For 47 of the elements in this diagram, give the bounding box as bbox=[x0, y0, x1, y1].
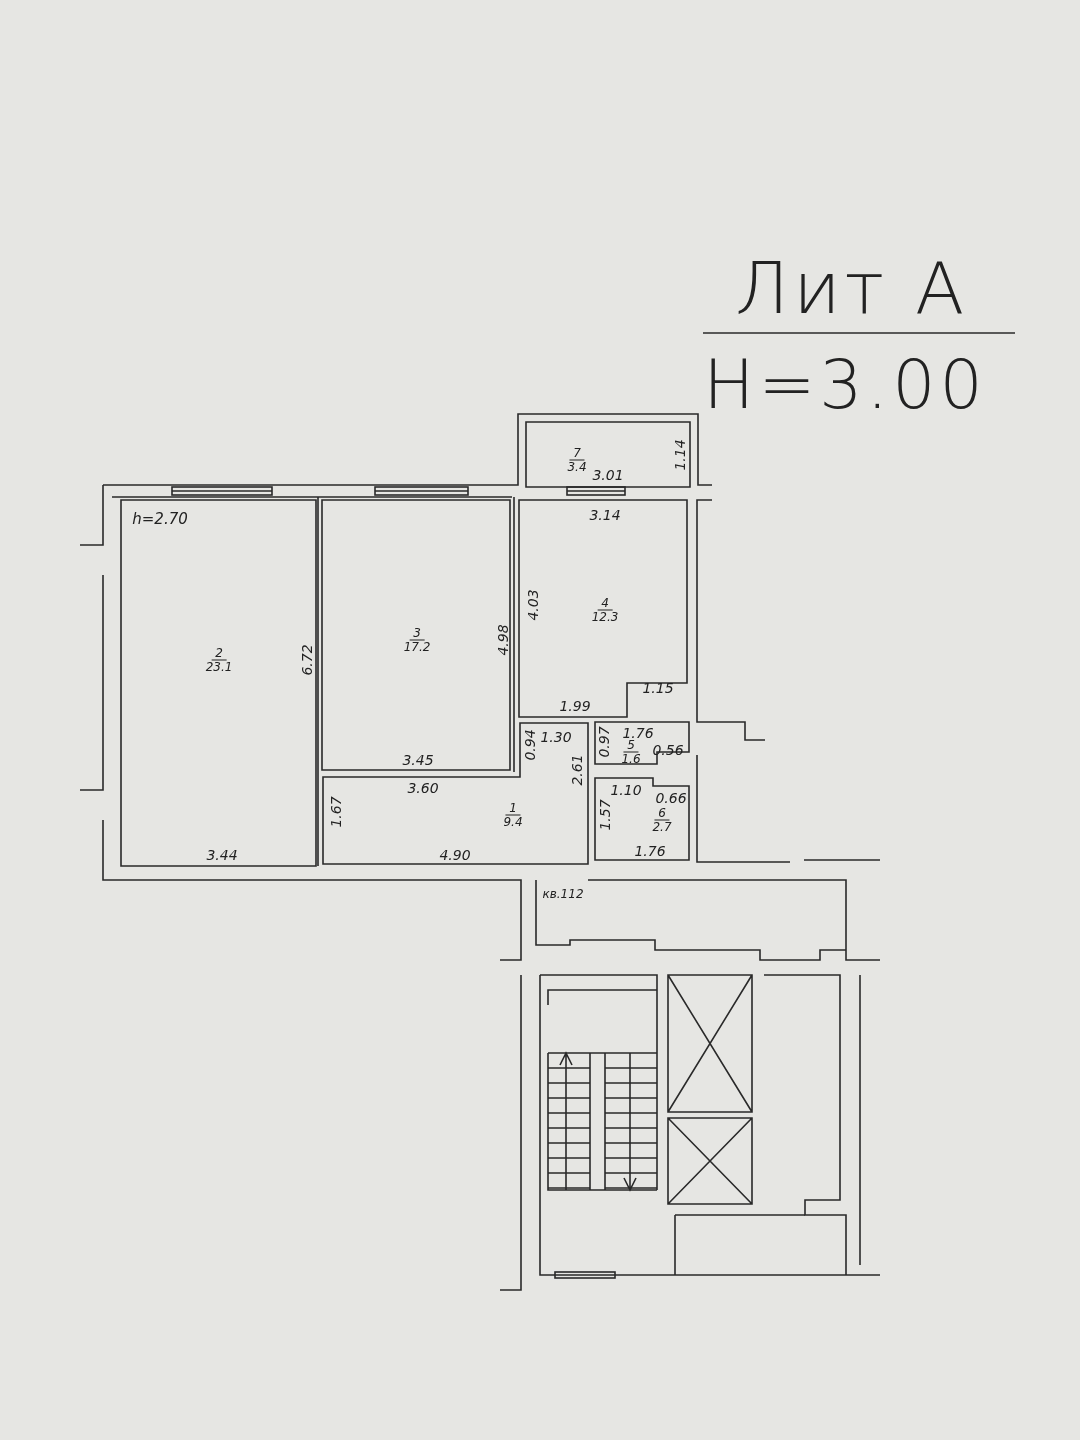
dimension-label: 3.14 bbox=[589, 507, 621, 523]
apartment-number-label: кв.112 bbox=[542, 886, 584, 902]
dimension-label: 4.03 bbox=[525, 589, 541, 621]
dimension-label: 6.72 bbox=[299, 644, 315, 676]
dimension-label: 0.94 bbox=[522, 729, 538, 761]
dimension-label: 3.01 bbox=[592, 467, 624, 483]
dimension-label: 1.10 bbox=[610, 782, 642, 798]
dimension-label: 4.90 bbox=[439, 847, 471, 863]
room-area: 12.3 bbox=[591, 610, 619, 624]
dimension-label: 0.97 bbox=[596, 726, 612, 758]
dimension-label: 1.99 bbox=[559, 698, 591, 714]
dimension-label: 0.66 bbox=[655, 790, 687, 806]
room-outline bbox=[595, 722, 690, 765]
dimension-label: 1.14 bbox=[672, 439, 688, 471]
room-number: 2 bbox=[211, 646, 227, 661]
room-number: 3 bbox=[409, 626, 425, 641]
dimension-label: 1.76 bbox=[622, 725, 654, 741]
room-number: 5 bbox=[623, 738, 639, 753]
dimension-label: 1.67 bbox=[328, 796, 344, 828]
room-area: 3.4 bbox=[567, 460, 587, 474]
ceiling-height-label: h=2.70 bbox=[132, 509, 188, 529]
dimension-label: 1.76 bbox=[634, 843, 666, 859]
dimension-label: 1.57 bbox=[597, 799, 613, 831]
room-area: 17.2 bbox=[403, 640, 431, 654]
room-area: 1.6 bbox=[621, 752, 641, 766]
room-area: 23.1 bbox=[205, 660, 233, 674]
dimension-label: 3.45 bbox=[402, 752, 434, 768]
dimension-label: 3.60 bbox=[407, 780, 439, 796]
room-outline bbox=[323, 723, 589, 865]
room-outline bbox=[595, 778, 690, 861]
room-area: 2.7 bbox=[652, 820, 672, 834]
room-area: 9.4 bbox=[503, 815, 523, 829]
room-number: 1 bbox=[505, 801, 521, 816]
room-outline bbox=[519, 500, 688, 718]
height-label: H=3.00 bbox=[703, 349, 987, 421]
dimension-label: 3.44 bbox=[206, 847, 238, 863]
room-number: 7 bbox=[569, 446, 585, 461]
room-number: 4 bbox=[597, 596, 613, 611]
title-text: Лит А bbox=[735, 248, 969, 328]
room-number: 6 bbox=[654, 806, 670, 821]
dimension-label: 1.15 bbox=[642, 680, 674, 696]
dimension-label: 2.61 bbox=[569, 754, 585, 786]
room-outline bbox=[121, 500, 317, 867]
room-outline bbox=[526, 422, 691, 488]
dimension-label: 4.98 bbox=[495, 624, 511, 656]
room-outline bbox=[322, 500, 511, 771]
dimension-label: 1.30 bbox=[540, 729, 572, 745]
